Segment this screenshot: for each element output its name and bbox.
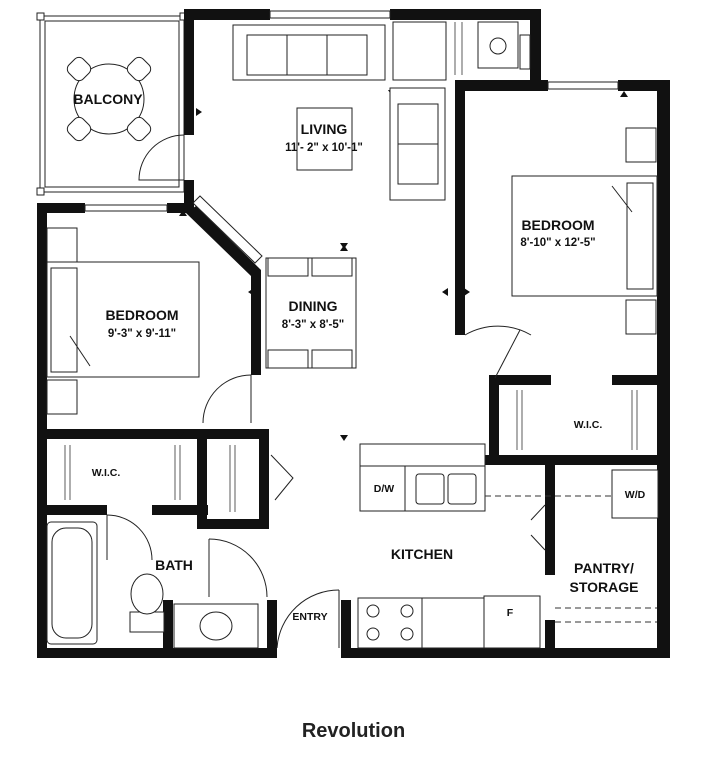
doors bbox=[106, 134, 546, 649]
wic-left-label: W.I.C. bbox=[92, 467, 121, 479]
left-bedroom-furniture bbox=[46, 227, 200, 415]
bedroom-left-dims: 9'-3" x 9'-11" bbox=[108, 328, 176, 340]
balcony-label: BALCONY bbox=[73, 91, 143, 107]
living-furniture bbox=[232, 21, 531, 201]
plan-name: Revolution bbox=[301, 720, 406, 742]
kitchen-fixtures bbox=[357, 443, 659, 649]
bedroom-left-label: BEDROOM bbox=[105, 307, 178, 323]
dining-table bbox=[265, 257, 357, 369]
wic-right-shelves bbox=[516, 390, 638, 450]
bedroom-right-label: BEDROOM bbox=[521, 217, 594, 233]
right-bedroom-furniture bbox=[511, 127, 658, 335]
living-label: LIVING bbox=[301, 121, 348, 137]
washer-dryer-label: W/D bbox=[625, 489, 646, 501]
wic-left-shelves bbox=[64, 445, 236, 512]
dining-label: DINING bbox=[289, 298, 338, 314]
bedroom-right-dims: 8'-10" x 12'-5" bbox=[520, 237, 595, 249]
floor-plan: LIVING 11'- 2" x 10'-1" BALCONY BEDROOM … bbox=[36, 9, 670, 658]
dishwasher-label: D/W bbox=[374, 483, 395, 495]
bath-label: BATH bbox=[155, 557, 193, 573]
fridge-label: F bbox=[507, 607, 514, 619]
living-dims: 11'- 2" x 10'-1" bbox=[285, 142, 363, 154]
storage-label: STORAGE bbox=[570, 579, 639, 595]
pantry-label: PANTRY/ bbox=[574, 560, 634, 576]
entry-label: ENTRY bbox=[292, 611, 327, 623]
windows bbox=[84, 9, 619, 264]
dining-dims: 8'-3" x 8'-5" bbox=[282, 319, 344, 331]
balcony bbox=[36, 12, 188, 196]
balcony-table bbox=[66, 56, 152, 142]
kitchen-label: KITCHEN bbox=[391, 546, 453, 562]
wic-right-label: W.I.C. bbox=[574, 419, 603, 431]
bath-fixtures bbox=[46, 521, 259, 649]
